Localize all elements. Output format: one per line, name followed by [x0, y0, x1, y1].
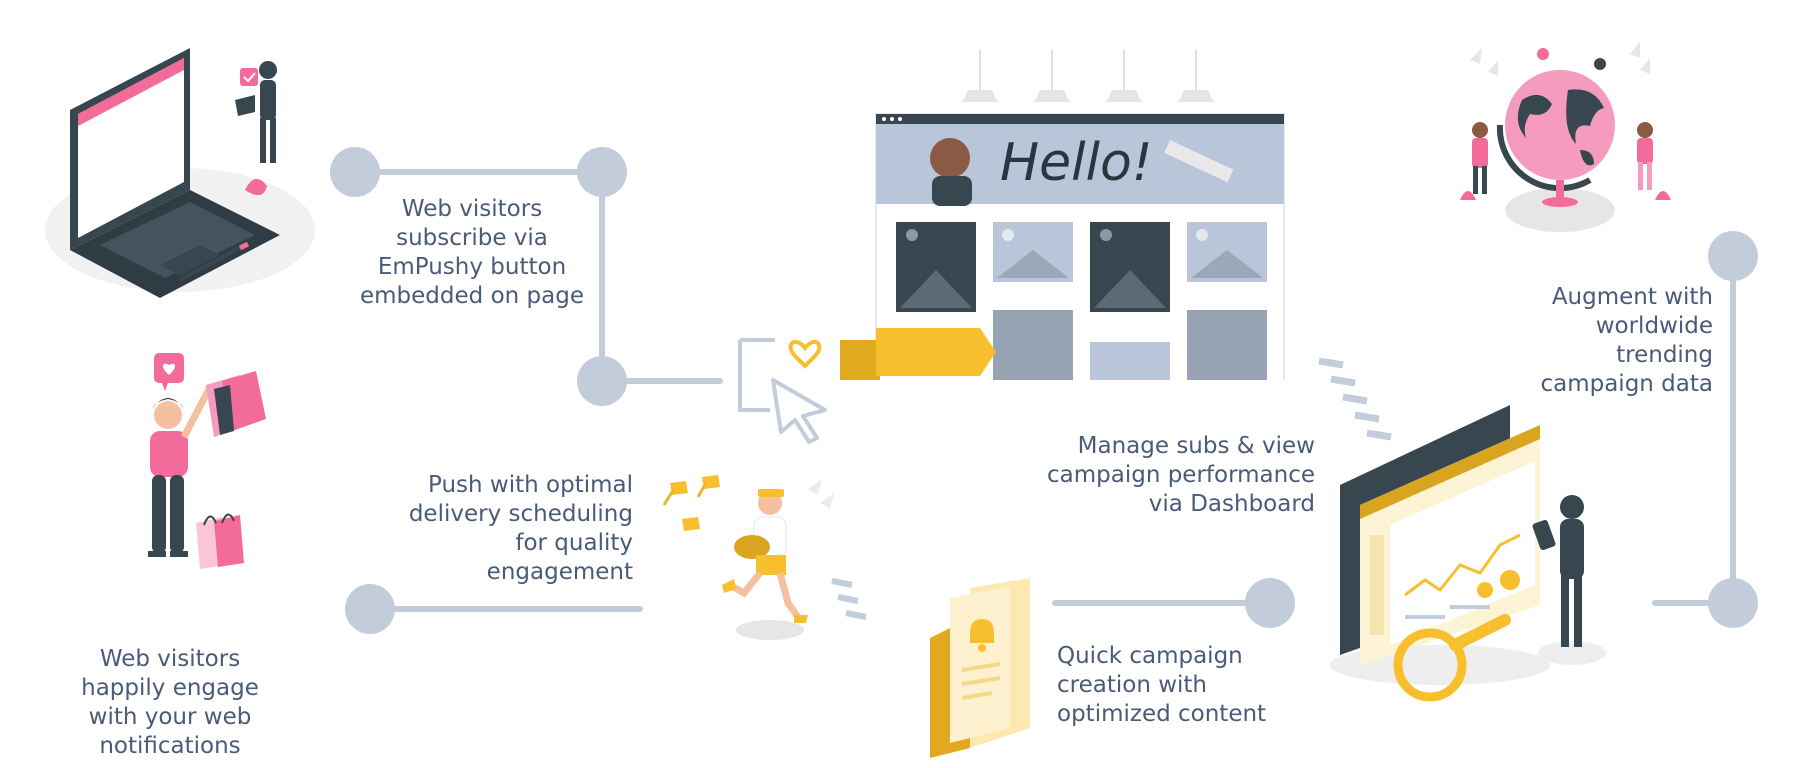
website-hello-icon: Hello!	[840, 50, 1285, 380]
node-7	[1708, 578, 1758, 628]
globe-people-icon	[1460, 42, 1671, 232]
node-2	[577, 147, 627, 197]
laptop-user-icon	[45, 48, 315, 298]
step-dashboard-caption: Manage subs & view campaign performance …	[1046, 433, 1315, 517]
step-create-caption: Quick campaign creation with optimized c…	[1057, 643, 1267, 727]
dashboard-monitor-icon	[1330, 405, 1606, 702]
node-3	[577, 356, 627, 406]
step-trending-caption: Augment with worldwide trending campaign…	[1540, 284, 1713, 397]
hello-heading: Hello!	[1000, 133, 1153, 193]
node-6	[1708, 231, 1758, 281]
step-subscribe-caption: Web visitors subscribe via EmPushy butto…	[360, 196, 584, 309]
node-5	[1245, 578, 1295, 628]
step-engage-caption: Web visitors happily engage with your we…	[81, 646, 259, 759]
notification-document-icon	[930, 578, 1030, 758]
node-4	[345, 584, 395, 634]
courier-runner-icon	[662, 475, 867, 640]
connector-subscribe	[352, 169, 723, 384]
shopper-bags-icon	[148, 353, 266, 569]
motion-dashes	[1318, 357, 1392, 441]
node-1	[330, 147, 380, 197]
step-push-caption: Push with optimal delivery scheduling fo…	[408, 472, 633, 585]
cursor-heart-icon	[738, 338, 827, 444]
